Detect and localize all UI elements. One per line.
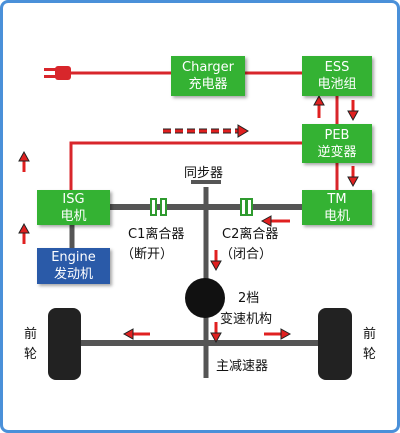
front-wheel-left [48,308,81,380]
peb-to-isg-line [69,141,302,190]
engine-label-en: Engine [51,250,96,265]
arrow-tm-to-shaft [260,215,290,227]
c1-state-label: （断开） [121,247,174,262]
front-wheel-right [318,308,352,380]
charger-label-cn: 充电器 [188,77,228,92]
gear-mechanism-label: 变速机构 [220,312,273,327]
c2-label: C2离合器 [222,227,279,242]
peb-label-cn: 逆变器 [317,144,357,160]
isg-label-cn: 电机 [60,208,87,224]
arrow-ess-peb-up [313,94,325,118]
plug-icon [44,66,71,80]
tm-label-en: TM [327,191,347,207]
arrow-peb-tm-down [347,166,359,188]
arrow-axle-right [264,328,292,340]
c1-label: C1离合器 [128,227,185,242]
arrow-gear-down [210,322,222,344]
tm-label-cn: 电机 [323,208,350,224]
peb-box: PEB 逆变器 [302,124,372,163]
engine-label-cn: 发动机 [53,267,93,282]
arrow-engine-up [18,222,30,244]
arrow-shaft-down [210,250,222,272]
tm-box: TM 电机 [302,190,372,225]
charger-label-en: Charger [182,60,234,75]
final-drive-label: 主减速器 [216,359,269,374]
gear-label: 2档 [238,291,260,306]
arrow-peb-top [163,124,249,138]
isg-box: ISG 电机 [37,190,110,225]
ess-label-cn: 电池组 [317,77,357,92]
clutch-c1 [150,198,167,216]
clutch-c2 [240,198,253,216]
gearbox-circle [185,278,225,318]
synchronizer-label: 同步器 [184,166,224,181]
arrow-axle-left [122,328,150,340]
power-flow-arrows [18,94,359,344]
isg-label-en: ISG [62,191,85,207]
front-wheel-right-label-bottom: 轮 [363,347,377,362]
front-wheel-right-label-top: 前 [363,327,377,342]
arrow-ess-peb-down [347,100,359,122]
front-wheel-left-label-top: 前 [24,327,38,342]
arrow-isg-up [18,150,30,172]
power-lines [69,71,339,190]
peb-label-en: PEB [324,127,350,143]
ess-box: ESS 电池组 [302,56,372,96]
c2-state-label: （闭合） [220,247,273,262]
charger-box: Charger 充电器 [171,56,245,96]
front-wheel-left-label-bottom: 轮 [24,347,38,362]
ess-label-en: ESS [324,60,350,75]
engine-box: Engine 发动机 [37,248,110,284]
